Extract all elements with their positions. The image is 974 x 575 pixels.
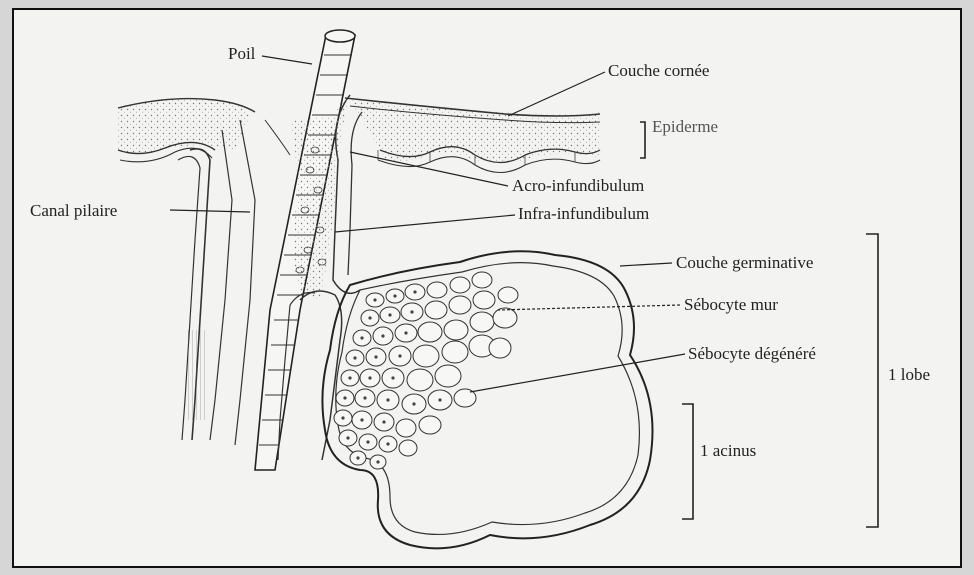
label-sebocyte-mur: Sébocyte mur — [684, 296, 778, 313]
epiderme-bracket — [640, 122, 645, 158]
lobe-bracket — [866, 234, 878, 527]
epidermis-left — [118, 99, 255, 162]
label-couche-cornee: Couche cornée — [608, 62, 709, 79]
label-acro-infundibulum: Acro-infundibulum — [512, 177, 644, 194]
follicle-wall-left — [178, 120, 255, 445]
label-acinus: 1 acinus — [700, 442, 756, 459]
leader-canal-pilaire — [170, 210, 250, 212]
leader-couche-germinative — [620, 263, 672, 266]
sebocytes — [334, 272, 518, 469]
label-infra-infundibulum: Infra-infundibulum — [518, 205, 649, 222]
acinus-bracket — [682, 404, 693, 519]
leader-infra-infundibulum — [335, 215, 515, 232]
leader-poil — [262, 56, 312, 64]
leader-sebocyte-degenere — [470, 354, 685, 392]
label-couche-germinative: Couche germinative — [676, 254, 813, 271]
label-lobe: 1 lobe — [888, 366, 930, 383]
label-sebocyte-degenere: Sébocyte dégénéré — [688, 345, 816, 362]
leader-sebocyte-mur — [498, 305, 680, 310]
label-canal-pilaire: Canal pilaire — [30, 202, 117, 219]
brackets — [640, 122, 878, 527]
label-epiderme: Epiderme — [652, 118, 718, 135]
leader-couche-cornee — [508, 72, 605, 116]
label-poil: Poil — [228, 45, 255, 62]
epidermis-right — [345, 98, 600, 173]
